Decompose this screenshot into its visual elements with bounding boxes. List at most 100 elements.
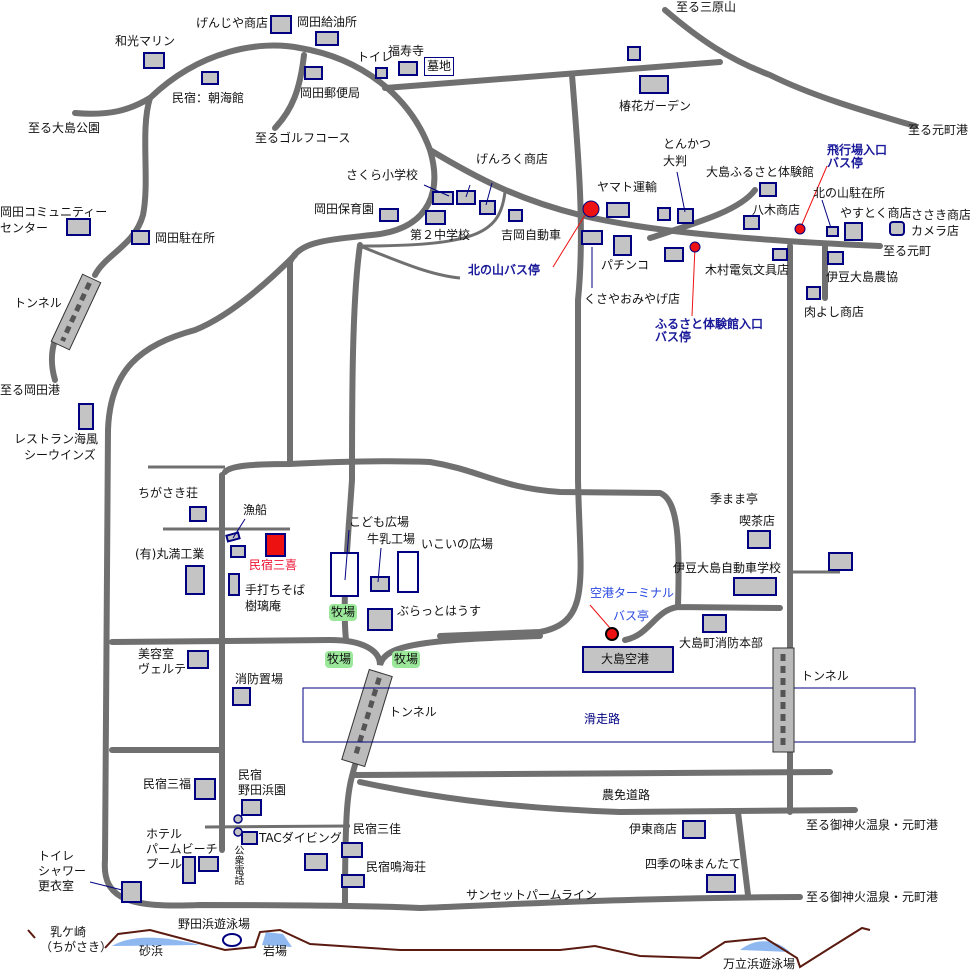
kids-plaza-area — [330, 552, 359, 597]
label-oshima-airport: 大島空港 — [601, 652, 650, 666]
building — [379, 208, 399, 222]
label-burattohouse: ぶらっとはうす — [397, 604, 482, 618]
road-north-east — [382, 59, 723, 91]
label-cafe: 喫茶店 — [739, 514, 776, 528]
label-narumiso: 民宿鳴海荘 — [366, 860, 427, 874]
furusato-bus-stop-icon[interactable] — [689, 241, 701, 253]
label-kusaya: くさやおみやげ店 — [584, 292, 681, 306]
label-second-jhs: 第２中学校 — [410, 228, 471, 242]
building — [743, 215, 760, 230]
label-salon-1: 美容室 — [138, 647, 175, 661]
building — [367, 608, 393, 631]
label-furusato-hall: 大島ふるさと体験館 — [706, 165, 815, 179]
building — [889, 221, 905, 236]
building — [341, 874, 365, 888]
label-yamato: ヤマト運輸 — [597, 180, 658, 194]
building — [143, 52, 165, 69]
building — [826, 226, 839, 237]
minshuku-sanki-building — [265, 533, 286, 557]
airport-bus-stop-icon[interactable] — [605, 627, 619, 641]
building — [270, 15, 292, 34]
label-to-motomachi: 至る元町 — [883, 244, 932, 258]
label-toilet-2: シャワー — [38, 864, 87, 878]
phone-icon — [233, 827, 243, 837]
nodahama-pool-icon — [222, 933, 242, 947]
building — [304, 853, 328, 871]
minor-road — [359, 244, 461, 280]
road-south-tunnel-exit — [342, 762, 358, 908]
label-kitanoyama-police: 北の山駐在所 — [813, 186, 886, 200]
airport-entrance-bus-stop-icon[interactable] — [794, 223, 806, 235]
label-minshuku-sanki: 民宿三喜 — [249, 558, 298, 572]
label-minshuku-sanka: 民宿三佳 — [353, 822, 402, 836]
building — [341, 842, 363, 858]
label-toilet-1: トイレ — [38, 849, 75, 863]
building — [375, 67, 388, 79]
building — [844, 222, 863, 241]
label-ito-shop: 伊東商店 — [629, 822, 678, 836]
building — [806, 286, 821, 300]
phone-icon — [233, 814, 243, 824]
building — [232, 687, 251, 706]
label-genjiya: げんじや商店 — [196, 16, 269, 30]
label-kitanoyama-bus[interactable]: 北の山バス停 — [468, 263, 541, 277]
road-to-golf — [272, 52, 307, 131]
building — [828, 552, 853, 571]
label-nikuyoshi: 肉よし商店 — [804, 305, 865, 319]
building — [759, 182, 777, 197]
label-furusato-bus-1[interactable]: ふるさと体験館入口 — [655, 317, 764, 331]
road-okada-loop — [147, 42, 438, 465]
beach-water — [112, 937, 200, 946]
building — [187, 650, 209, 669]
label-soba-2: 樹璃庵 — [245, 599, 282, 613]
building — [194, 778, 216, 800]
label-rocks: 岩場 — [263, 944, 288, 958]
road-south-horizontal — [109, 633, 543, 667]
label-tunnel-nw: トンネル — [14, 296, 62, 310]
label-genroku: げんろく商店 — [476, 152, 549, 166]
road-furusato-branch — [647, 187, 758, 241]
building — [664, 247, 684, 262]
label-runway: 滑走路 — [584, 712, 621, 726]
building — [747, 530, 771, 549]
runway — [302, 687, 916, 743]
building — [677, 208, 694, 224]
label-tsubaki-garden: 椿花ガーデン — [619, 99, 692, 113]
minor-road — [359, 191, 507, 248]
label-fire-hq: 大島町消防本部 — [679, 636, 764, 650]
label-okada-police: 岡田駐在所 — [155, 231, 216, 245]
label-airport-terminal: 空港ターミナル — [590, 586, 675, 600]
label-bus-stop-airport[interactable]: バス亭 — [613, 609, 650, 623]
label-pasture-1: 牧場 — [329, 604, 358, 621]
road-airport-approach — [622, 604, 783, 643]
building — [827, 251, 844, 265]
building — [682, 820, 706, 839]
label-community-2: センター — [0, 221, 49, 235]
label-fire-station: 消防置場 — [235, 672, 284, 686]
label-salon-2: ヴェルテ — [138, 662, 187, 676]
label-yoshioka-auto: 吉岡自動車 — [501, 228, 562, 242]
tunnel-northwest — [50, 273, 102, 351]
road-runway-south — [352, 769, 833, 778]
label-sakura-school: さくら小学校 — [346, 168, 419, 182]
label-sand-beach: 砂浜 — [139, 944, 164, 958]
building — [78, 403, 94, 430]
building — [304, 66, 323, 80]
label-kimamatei: 季まま亭 — [710, 492, 759, 506]
label-furusato-bus-2[interactable]: バス停 — [655, 330, 692, 344]
label-soba-1: 手打ちそば — [245, 583, 306, 597]
label-nodahama-beach: 野田浜遊泳場 — [178, 917, 251, 931]
label-nodahamaen-2: 野田浜園 — [238, 783, 287, 797]
building — [189, 506, 207, 522]
building — [456, 190, 476, 205]
building — [639, 75, 669, 94]
kitanoyama-bus-stop-icon[interactable] — [582, 200, 600, 218]
building — [613, 235, 632, 256]
label-tonkatsu-1: とんかつ — [663, 137, 712, 151]
label-pasture-3: 牧場 — [392, 651, 421, 668]
label-chigasaki-so: ちがさき荘 — [138, 486, 199, 500]
road-south-connector — [735, 809, 751, 898]
label-minshuku-sanpuku: 民宿三福 — [143, 777, 192, 791]
buildings — [66, 15, 905, 903]
road-main-motomachi — [427, 147, 883, 249]
